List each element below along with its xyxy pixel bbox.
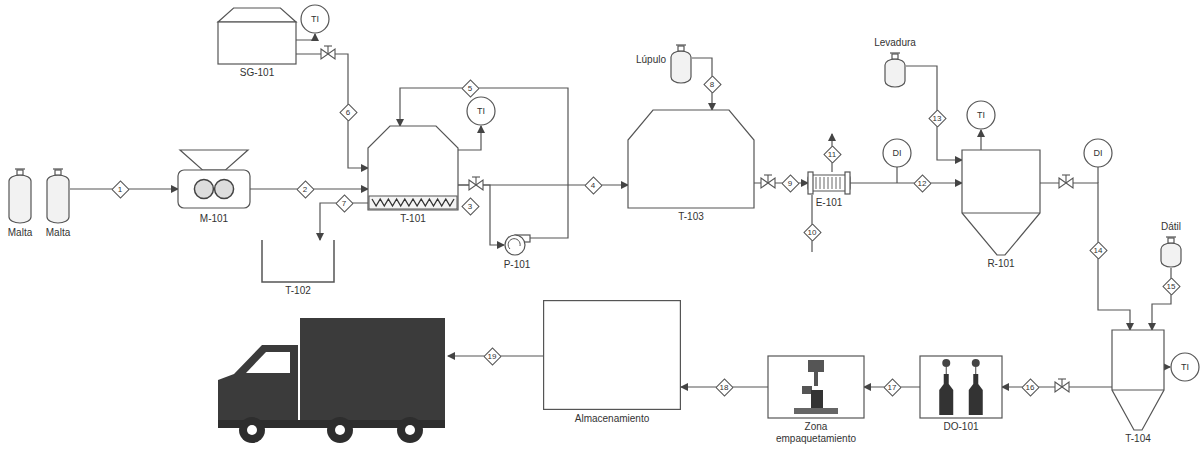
equipment-tag: Lúpulo (636, 54, 666, 66)
stream-number: 1 (111, 180, 129, 198)
equipment: Levadura (884, 52, 906, 88)
stream-line (980, 130, 981, 150)
stream-number: 7 (335, 194, 353, 212)
equipment-outline (262, 240, 334, 282)
stream-line (458, 185, 504, 245)
instrument-tag: DI (1083, 138, 1113, 168)
equipment: P-101 (504, 234, 530, 256)
equipment: SG-101 (218, 8, 296, 64)
equipment-outline (884, 52, 906, 88)
equipment: Dátil (1160, 236, 1182, 268)
instrument-tag: TI (966, 100, 996, 130)
equipment: Lúpulo (670, 44, 692, 84)
equipment-outline (962, 150, 1040, 255)
equipment-tag: T-104 (1125, 433, 1151, 445)
equipment-outline (178, 150, 250, 210)
equipment-outline (46, 168, 70, 224)
instrument-bubble: TI (300, 4, 330, 34)
equipment: T-101 (368, 126, 458, 210)
equipment-outline (1160, 236, 1182, 268)
instrument-bubble: TI (966, 100, 996, 130)
equipment-tag: P-101 (504, 259, 531, 271)
equipment: Malta (8, 168, 32, 224)
stream-number: 10 (803, 223, 821, 241)
stream-number: 6 (339, 103, 357, 121)
equipment-tag: DO-101 (943, 421, 978, 433)
equipment: T-103 (628, 110, 754, 208)
equipment-outline (368, 126, 458, 210)
stream-line (1040, 183, 1130, 330)
stream-line (296, 34, 315, 40)
stream-number: 2 (296, 180, 314, 198)
stream-number: 15 (1162, 277, 1180, 295)
stream-line (850, 182, 962, 183)
stream-number: 13 (928, 109, 946, 127)
equipment-tag: Almacenamiento (543, 413, 681, 425)
equipment-tag: Zona empaquetamiento (768, 421, 864, 445)
equipment-tag: Dátil (1161, 221, 1181, 233)
equipment: Malta (46, 168, 70, 224)
instrument-bubble: TI (466, 96, 496, 126)
equipment-outline (628, 110, 754, 208)
instrument-tag: TI (1170, 352, 1200, 382)
equipment-tag: Levadura (874, 37, 916, 49)
truck (218, 318, 445, 443)
equipment-outline (504, 234, 530, 256)
stream-number: 16 (1021, 378, 1039, 396)
instrument-tag: TI (300, 4, 330, 34)
stream-line (906, 66, 962, 160)
stream-number: 3 (461, 197, 479, 215)
equipment-outline (920, 356, 1002, 418)
stream-number: 11 (823, 145, 841, 163)
instrument-bubble: DI (882, 138, 912, 168)
stream-number: 9 (781, 174, 799, 192)
equipment-tag: SG-101 (240, 67, 274, 79)
stream-number: 19 (483, 347, 501, 365)
instrument-tag: DI (882, 138, 912, 168)
equipment: DO-101 (920, 356, 1002, 418)
equipment-tag: Malta (8, 227, 32, 239)
equipment-outline (543, 300, 681, 410)
stream-line (1164, 366, 1170, 367)
stream-number: 4 (584, 176, 602, 194)
equipment-outline (670, 44, 692, 84)
equipment-tag: M-101 (200, 213, 228, 225)
equipment-tag: T-103 (678, 211, 704, 223)
stream-number: 18 (715, 378, 733, 396)
equipment: Almacenamiento (543, 300, 681, 410)
equipment: Zona empaquetamiento (768, 356, 864, 418)
equipment-outline (218, 8, 296, 64)
stream-line (458, 126, 481, 150)
equipment-outline (1112, 330, 1164, 430)
equipment-tag: T-101 (400, 213, 426, 225)
equipment-tag: T-102 (285, 285, 311, 297)
instrument-tag: TI (466, 96, 496, 126)
equipment-tag: R-101 (987, 258, 1014, 270)
stream-number: 14 (1089, 241, 1107, 259)
equipment: T-102 (262, 240, 334, 282)
equipment: R-101 (962, 150, 1040, 255)
instrument-bubble: TI (1170, 352, 1200, 382)
instrument-bubble: DI (1083, 138, 1113, 168)
stream-number: 5 (461, 79, 479, 97)
equipment-tag: Malta (46, 227, 70, 239)
equipment: E-101 (808, 172, 850, 194)
stream-number: 8 (703, 75, 721, 93)
stream-line (296, 54, 368, 168)
equipment: T-104 (1112, 330, 1164, 430)
equipment-outline (808, 172, 850, 194)
stream-number: 17 (883, 378, 901, 396)
equipment: M-101 (178, 150, 250, 210)
equipment-outline (768, 356, 864, 418)
equipment-tag: E-101 (816, 197, 843, 209)
equipment-outline (8, 168, 32, 224)
stream-number: 12 (913, 174, 931, 192)
